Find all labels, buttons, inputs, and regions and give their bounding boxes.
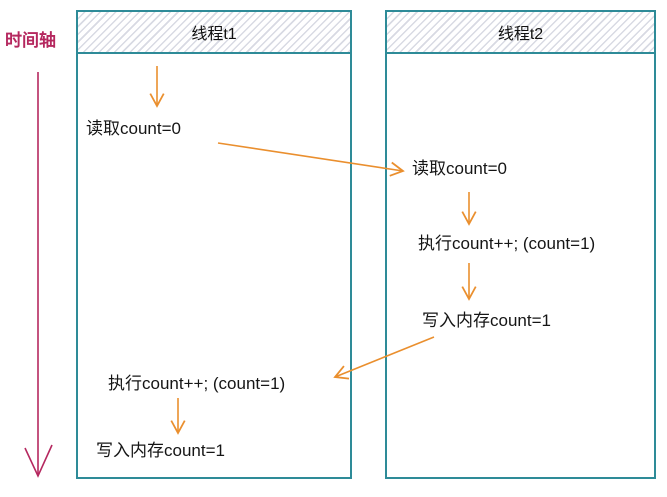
step-label-t1-exec: 执行count++; (count=1) xyxy=(108,374,286,393)
thread-t1-box: 线程t1 xyxy=(76,10,352,479)
thread-t2-header: 线程t2 xyxy=(387,12,654,54)
step-label-t2-read: 读取count=0 xyxy=(412,159,507,178)
step-label-t2-write: 写入内存count=1 xyxy=(422,311,551,330)
timeline-arrow xyxy=(24,72,53,478)
step-label-t1-write: 写入内存count=1 xyxy=(96,441,225,460)
timeline-axis-label: 时间轴 xyxy=(5,31,56,50)
step-label-t2-exec: 执行count++; (count=1) xyxy=(418,234,596,253)
thread-t2-box: 线程t2 xyxy=(385,10,656,479)
step-label-t1-read: 读取count=0 xyxy=(86,119,181,138)
thread-t1-header: 线程t1 xyxy=(78,12,350,54)
